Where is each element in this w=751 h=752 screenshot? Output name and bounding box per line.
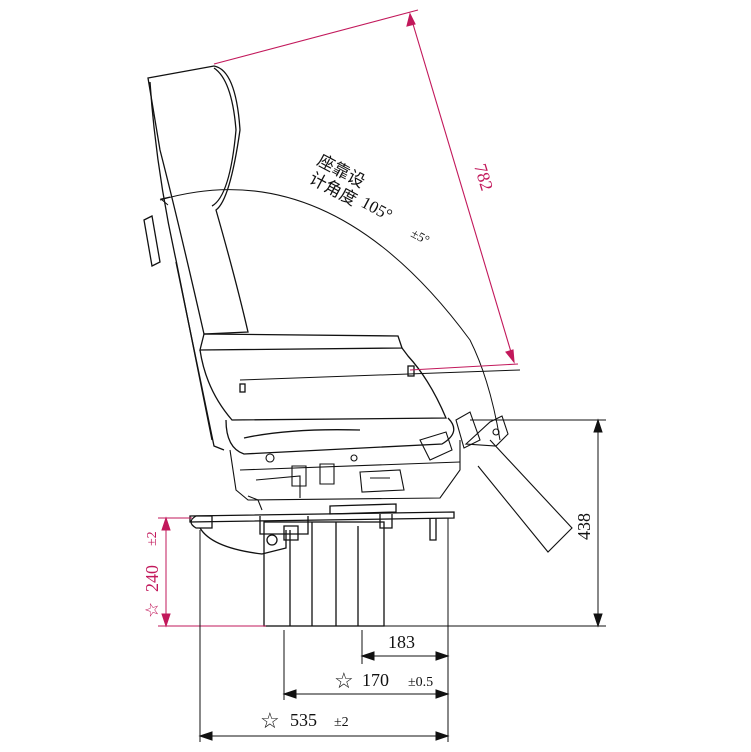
pedestal [189, 503, 455, 627]
dimension-183-label: 183 [388, 632, 415, 652]
dimension-535-star: ☆ [260, 708, 280, 733]
backrest-angle-arc [159, 189, 521, 441]
angle-label-tolerance: ±5° [409, 225, 433, 247]
dimension-438 [380, 418, 606, 628]
seat-cushion [199, 333, 455, 455]
bottom-dimension-lines [198, 518, 450, 742]
backrest [143, 65, 249, 451]
dimension-240-label: 240 [142, 565, 162, 592]
dimension-170-star: ☆ [334, 668, 354, 693]
dimension-535-label: 535 [290, 710, 317, 730]
dimension-782-label: 782 [470, 161, 497, 193]
dimension-782 [213, 9, 519, 371]
seat-mechanism [229, 411, 573, 553]
dimension-240-tolerance: ±2 [145, 531, 160, 546]
angle-label-value: 105° [358, 193, 395, 225]
dimension-438-label: 438 [574, 513, 594, 540]
dimension-240-star: ☆ [142, 602, 162, 618]
dimension-240 [158, 516, 266, 628]
dimension-535-tolerance: ±2 [334, 715, 349, 730]
dimension-170-tolerance: ±0.5 [408, 675, 433, 690]
dimension-170-label: 170 [362, 670, 389, 690]
